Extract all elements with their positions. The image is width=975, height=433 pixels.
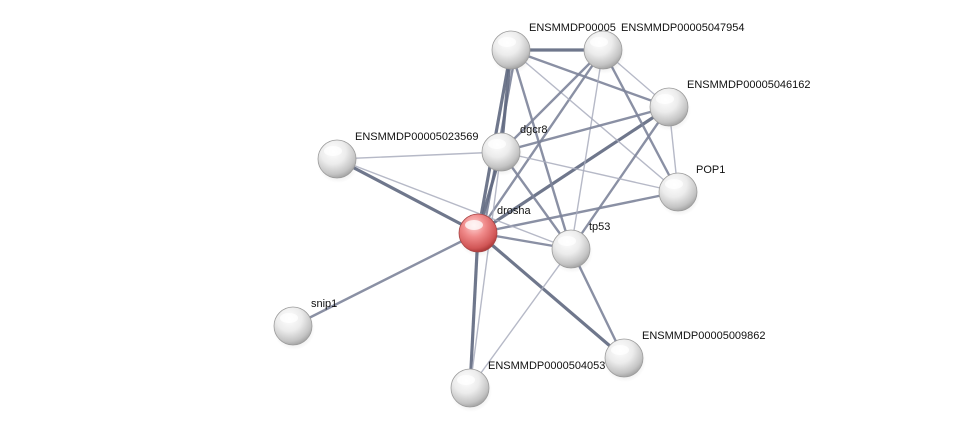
node-label: snip1	[311, 298, 337, 310]
node-label: ENSMMDP0000504053	[488, 360, 605, 372]
edge-n_e2-n_tp	[570, 49, 604, 250]
node-circle[interactable]	[551, 229, 591, 269]
edge-n_dr-n_e3	[477, 105, 670, 235]
node-circle[interactable]	[649, 87, 689, 127]
node-label: ENSMMDP00005023569	[355, 131, 479, 143]
node-label: POP1	[696, 164, 725, 176]
edge-n_dr-n_e6	[468, 232, 480, 389]
node-drosha[interactable]: drosha	[458, 205, 532, 257]
node-pop1[interactable]: POP1	[658, 164, 725, 216]
node-ensmmdp00005009862[interactable]: ENSMMDP00005009862	[604, 330, 766, 382]
node-label: ENSMMDP00005047954	[621, 22, 745, 34]
node-circle[interactable]	[658, 172, 698, 212]
edge-n_e1-n_tp	[509, 49, 573, 250]
node-ensmmdp00005046162[interactable]: ENSMMDP00005046162	[649, 79, 811, 131]
edge-n_dr-n_e4	[336, 157, 479, 235]
node-tp53[interactable]: tp53	[551, 221, 610, 273]
nodes-layer: ENSMMDP00005 ENSMMDP00005047954ENSMMDP000…	[273, 22, 811, 412]
node-highlight	[498, 37, 516, 47]
node-circle[interactable]	[583, 30, 623, 70]
node-highlight	[558, 236, 576, 246]
edge-n_e1-n_e3	[510, 48, 670, 109]
node-circle[interactable]	[273, 306, 313, 346]
node-highlight	[665, 179, 683, 189]
node-label: ENSMMDP00005009862	[642, 330, 766, 342]
node-highlight	[465, 220, 483, 230]
node-ensmmdp00005047954[interactable]: ENSMMDP00005047954	[583, 22, 745, 74]
edge-n_e3-n_dg	[500, 105, 670, 154]
node-label: ENSMMDP00005046162	[687, 79, 811, 91]
node-ensmmdp00005[interactable]: ENSMMDP00005	[491, 22, 616, 74]
node-ensmmdp00005023569[interactable]: ENSMMDP00005023569	[317, 131, 479, 183]
edge-n_e3-n_tp	[570, 106, 670, 250]
node-highlight	[324, 146, 342, 156]
query-node-circle[interactable]	[458, 213, 498, 253]
node-highlight	[656, 94, 674, 104]
node-highlight	[488, 139, 506, 149]
node-circle[interactable]	[604, 338, 644, 378]
node-highlight	[457, 375, 475, 385]
node-label: tp53	[589, 221, 610, 233]
edge-n_e2-n_dg	[500, 49, 604, 153]
node-highlight	[280, 313, 298, 323]
edge-n_e1-n_po	[510, 49, 679, 193]
node-circle[interactable]	[481, 132, 521, 172]
node-highlight	[590, 37, 608, 47]
edge-n_dg-n_e6	[469, 151, 502, 389]
edge-n_tp-n_e4	[336, 158, 572, 250]
node-circle[interactable]	[491, 30, 531, 70]
node-dgcr8[interactable]: dgcr8	[481, 124, 548, 176]
node-circle[interactable]	[450, 368, 490, 408]
edge-n_e2-n_po	[601, 49, 680, 193]
node-label: ENSMMDP00005	[529, 22, 616, 34]
edge-n_tp-n_e6	[469, 248, 572, 389]
node-snip1[interactable]: snip1	[273, 298, 337, 350]
node-ensmmdp0000504053[interactable]: ENSMMDP0000504053	[450, 360, 605, 412]
node-highlight	[611, 345, 629, 355]
node-label: dgcr8	[520, 124, 548, 136]
node-circle[interactable]	[317, 139, 357, 179]
edge-n_dr-n_e5	[476, 231, 626, 360]
edge-n_dg-n_po	[500, 151, 679, 193]
edge-n_dg-n_e4	[336, 151, 502, 160]
node-label: drosha	[497, 205, 532, 217]
edge-n_dr-n_sn	[292, 231, 479, 328]
